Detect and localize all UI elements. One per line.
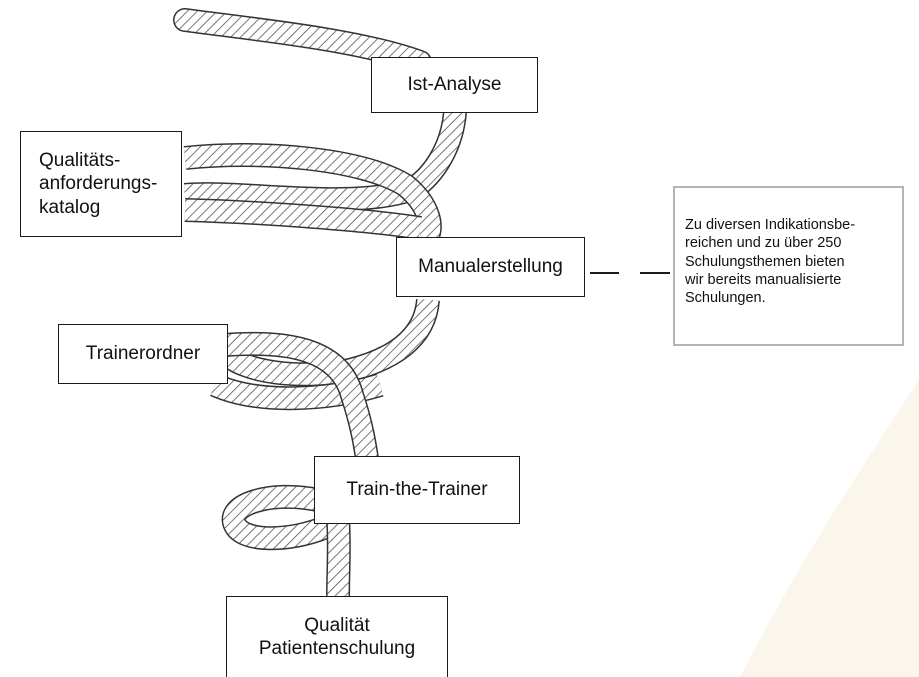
box-qualitaet-patientenschulung: Qualität Patientenschulung [226, 596, 448, 677]
box-qualitaet-patientenschulung-line2: Patientenschulung [258, 638, 416, 659]
box-train-the-trainer-label: Train-the-Trainer [346, 479, 488, 501]
box-trainerordner: Trainerordner [58, 324, 228, 384]
box-qualitaets-katalog-line1: Qualitäts- [39, 150, 121, 172]
note-line-1: Zu diversen Indikationsbe- [685, 217, 856, 233]
note-line-3: Schulungsthemen bieten [685, 253, 845, 270]
box-ist-analyse-label: Ist-Analyse [407, 74, 502, 96]
note-line-5: Schulungen. [685, 290, 766, 307]
connector-dash-2 [640, 272, 670, 274]
box-qualitaets-katalog: Qualitäts- anforderungs- katalog [20, 131, 182, 237]
box-ist-analyse: Ist-Analyse [371, 57, 538, 113]
note-line-2: reichen und zu über 250 [685, 235, 842, 252]
box-qualitaet-patientenschulung-line1: Qualität [304, 614, 370, 636]
box-trainerordner-label: Trainerordner [85, 343, 201, 365]
box-manualerstellung: Manualerstellung [396, 237, 585, 297]
box-train-the-trainer: Train-the-Trainer [314, 456, 520, 524]
note-box: Zu diversen Indikationsbe- reichen und z… [673, 186, 904, 346]
box-qualitaet-patientenschulung-text: Qualität Patientenschulung [259, 614, 415, 660]
box-qualitaets-katalog-line2: anforderungs- [39, 173, 158, 195]
box-qualitaets-katalog-text: Qualitäts- anforderungs- katalog [39, 149, 157, 219]
box-manualerstellung-label: Manualerstellung [418, 256, 563, 278]
connector-dash-1 [590, 272, 619, 274]
note-line-4: wir bereits manualisierte [685, 271, 842, 288]
box-qualitaets-katalog-line3: katalog [39, 196, 101, 218]
